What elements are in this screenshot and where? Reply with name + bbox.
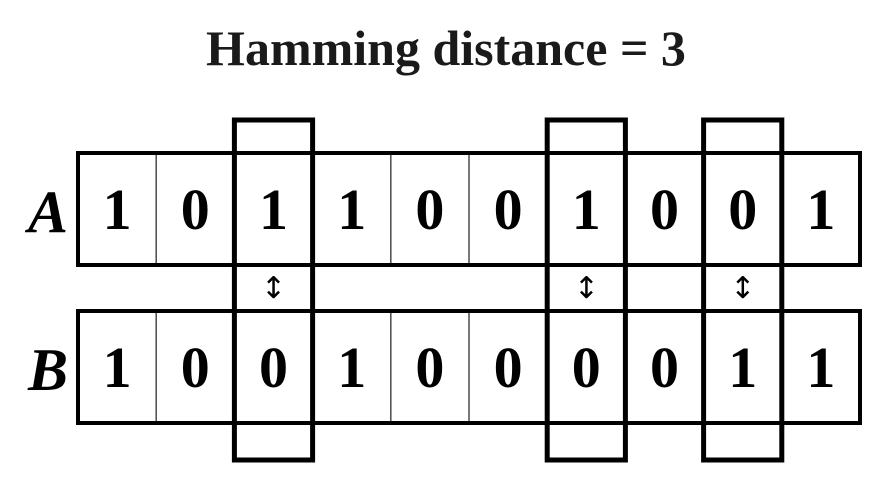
bit-cell-b-3: 1 xyxy=(337,335,366,400)
row-label-a: A xyxy=(24,179,68,245)
bit-cell-b-8: 1 xyxy=(728,335,757,400)
difference-box-2 xyxy=(701,117,785,463)
bit-cell-a-7: 0 xyxy=(650,177,679,242)
bit-cell-a-6: 1 xyxy=(572,177,601,242)
difference-highlights: ↕ ↕ ↕ xyxy=(231,117,785,463)
bit-cell-b-5: 0 xyxy=(494,335,523,400)
row-border xyxy=(76,309,862,425)
row-label-b: B xyxy=(27,337,68,403)
difference-box-1 xyxy=(544,117,628,463)
bit-cell-b-4: 0 xyxy=(415,335,444,400)
row-border xyxy=(76,151,862,267)
bit-cell-b-0: 1 xyxy=(103,335,132,400)
bit-cell-a-5: 0 xyxy=(494,177,523,242)
bit-cell-a-3: 1 xyxy=(337,177,366,242)
bit-cell-b-7: 0 xyxy=(650,335,679,400)
diagram-title: Hamming distance = 3 xyxy=(206,20,686,76)
bit-cell-b-9: 1 xyxy=(806,335,835,400)
difference-arrow-icon: ↕ xyxy=(574,271,599,306)
bit-cell-a-0: 1 xyxy=(103,177,132,242)
bit-cell-b-2: 0 xyxy=(259,335,288,400)
bit-cell-a-2: 1 xyxy=(259,177,288,242)
bit-cell-a-1: 0 xyxy=(181,177,210,242)
bit-cell-b-1: 0 xyxy=(181,335,210,400)
bit-cell-a-4: 0 xyxy=(415,177,444,242)
bit-cell-b-6: 0 xyxy=(572,335,601,400)
difference-arrow-icon: ↕ xyxy=(261,271,286,306)
bit-cell-a-8: 0 xyxy=(728,177,757,242)
difference-box-0 xyxy=(231,117,316,463)
bit-cell-a-9: 1 xyxy=(806,177,835,242)
difference-arrow-icon: ↕ xyxy=(730,271,755,306)
